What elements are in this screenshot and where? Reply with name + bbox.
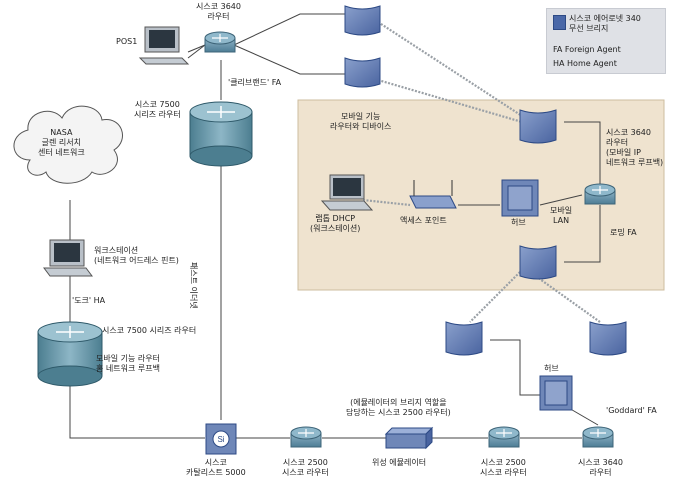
emulator-note-label: (에뮬레이터의 브리지 역할을 담당하는 시스코 2500 라우터) xyxy=(346,398,451,418)
goddard-fa-label: 'Goddard' FA xyxy=(606,406,657,415)
laptop-icon xyxy=(320,174,374,211)
wireless-links xyxy=(362,21,601,323)
mobile-router-loopback-label: 모바일 기능 라우터 홈 네트워크 루프백 xyxy=(96,354,160,374)
router-2500b-icon xyxy=(488,426,520,448)
router-3640-right-icon xyxy=(584,183,616,205)
laptop-line2: (워크스테이션) xyxy=(310,224,361,233)
mobile-router-loopback-line2: 홈 네트워크 루프백 xyxy=(96,364,160,373)
emulator-note-line2: 담당하는 시스코 2500 라우터) xyxy=(346,408,451,417)
wireless-bridge-4-icon xyxy=(519,245,557,280)
catalyst-switch-icon: Si xyxy=(205,423,237,455)
router-7500-top-line2: 시리즈 라우터 xyxy=(134,110,181,119)
wireless-bridge-legend-icon xyxy=(553,15,566,30)
catalyst-label: 시스코 카탈리스트 5000 xyxy=(186,458,246,478)
pos1-workstation-icon xyxy=(138,26,190,65)
hub-mid-icon xyxy=(501,179,539,217)
satellite-emulator-icon xyxy=(384,426,434,450)
pos1-label: POS1 xyxy=(116,37,138,46)
access-point-icon xyxy=(409,180,457,209)
mobile-router-device-label: 모바일 기능 라우터와 디바이스 xyxy=(330,112,391,132)
router-3640-top-line1: 시스코 3640 xyxy=(196,2,241,11)
legend-bridge-text: 시스코 에어로넷 340 무선 브리지 xyxy=(569,14,641,34)
catalyst-si-label: Si xyxy=(217,435,224,444)
nasa-line2: 글렌 리서치 xyxy=(41,138,82,147)
router-3640-right-line3: (모바일 IP xyxy=(606,148,641,157)
roaming-fa-label: 로밍 FA xyxy=(610,228,637,237)
router-7500-top-icon xyxy=(189,101,253,167)
router-3640-right-line1: 시스코 3640 xyxy=(606,128,651,137)
router-2500b-label: 시스코 2500 시스코 라우터 xyxy=(480,458,527,478)
mobile-router-device-line1: 모바일 기능 xyxy=(341,112,381,121)
laptop-label: 랩톱 DHCP (워크스테이션) xyxy=(310,214,360,234)
router-7500-bottom-icon xyxy=(37,321,103,387)
router-7500-top-label: 시스코 7500 시리즈 라우터 xyxy=(134,100,181,120)
satellite-emulator-label: 위성 에뮬레이터 xyxy=(372,458,427,467)
router-3640-bottom-label: 시스코 3640 라우터 xyxy=(578,458,623,478)
wireless-bridge-1-icon xyxy=(344,5,381,36)
mobile-lan-line1: 모바일 xyxy=(550,206,573,215)
router-2500a-icon xyxy=(290,426,322,448)
mobile-lan-label: 모바일 LAN xyxy=(550,206,572,226)
nasa-cloud xyxy=(13,105,123,184)
workstation-label: 워크스테이션 (네트워크 어드레스 핀트) xyxy=(94,246,179,266)
router-2500a-line2: 시스코 라우터 xyxy=(282,468,329,477)
legend-ha: HA Home Agent xyxy=(553,59,617,68)
wireless-bridge-2-icon xyxy=(344,57,381,88)
emulator-note-line1: (에뮬레이터의 브리지 역할을 xyxy=(350,398,447,407)
nasa-label: NASA 글렌 리서치 센터 네트워크 xyxy=(38,128,85,158)
laptop-line1: 랩톱 DHCP xyxy=(315,214,356,223)
router-3640-bottom-line1: 시스코 3640 xyxy=(578,458,623,467)
router-3640-right-label: 시스코 3640 라우터 (모바일 IP 네트워크 루프백) xyxy=(606,128,663,168)
nasa-line3: 센터 네트워크 xyxy=(38,148,85,157)
wireless-bridge-5-icon xyxy=(445,321,483,356)
legend-line2: 무선 브리지 xyxy=(569,24,609,33)
wireless-bridge-6-icon xyxy=(589,321,627,356)
router-2500b-line1: 시스코 2500 xyxy=(480,458,526,467)
router-7500-bottom-label: 시스코 7500 시리즈 라우터 xyxy=(102,326,197,335)
wired-links xyxy=(69,13,601,439)
mobile-lan-line2: LAN xyxy=(552,216,570,225)
hub-mid-label: 허브 xyxy=(511,218,526,227)
nasa-workstation-icon xyxy=(43,239,93,277)
router-2500a-line1: 시스코 2500 xyxy=(282,458,328,467)
router-3640-top-icon xyxy=(204,31,236,53)
router-3640-top-label: 시스코 3640 라우터 xyxy=(196,2,241,22)
hub-bottom-icon xyxy=(539,375,573,411)
nasa-line1: NASA xyxy=(50,128,73,137)
catalyst-line2: 카탈리스트 5000 xyxy=(186,468,246,477)
wireless-bridge-3-icon xyxy=(519,109,557,144)
router-3640-bottom-line2: 라우터 xyxy=(589,468,612,477)
workstation-line2: (네트워크 어드레스 핀트) xyxy=(94,256,179,265)
legend-fa: FA Foreign Agent xyxy=(553,45,621,54)
catalyst-line1: 시스코 xyxy=(204,458,227,467)
legend: 시스코 에어로넷 340 무선 브리지 FA Foreign Agent HA … xyxy=(546,8,666,74)
router-7500-top-line1: 시스코 7500 xyxy=(134,100,180,109)
workstation-line1: 워크스테이션 xyxy=(94,246,139,255)
router-2500b-line2: 시스코 라우터 xyxy=(480,468,527,477)
ethernet-label: 패스트 이더넷 xyxy=(189,262,198,309)
router-2500a-label: 시스코 2500 시스코 라우터 xyxy=(282,458,329,478)
router-3640-right-line2: 라우터 xyxy=(606,138,629,147)
router-3640-top-line2: 라우터 xyxy=(207,12,230,21)
mobile-router-loopback-line1: 모바일 기능 라우터 xyxy=(96,354,160,363)
router-3640-bottom-icon xyxy=(582,426,614,448)
do-ha-label: '도크' HA xyxy=(72,296,106,305)
mobile-router-device-line2: 라우터와 디바이스 xyxy=(330,122,392,131)
cleveland-fa-label: '클리브랜드' FA xyxy=(228,78,282,87)
legend-line1: 시스코 에어로넷 340 xyxy=(569,14,641,23)
router-3640-right-line4: 네트워크 루프백) xyxy=(606,158,664,167)
hub-bottom-label: 허브 xyxy=(544,364,559,373)
access-point-label: 액세스 포인트 xyxy=(400,216,447,225)
